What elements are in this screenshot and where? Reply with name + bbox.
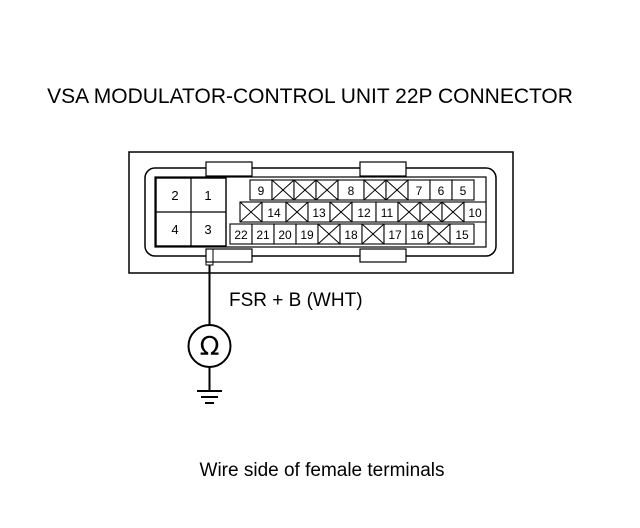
unused-cavity-cross — [329, 201, 353, 223]
unused-cavity-cross — [293, 179, 317, 201]
unused-cavity-cross — [361, 223, 385, 245]
terminal-3: 3 — [204, 222, 211, 237]
terminal-15: 15 — [455, 228, 469, 242]
terminal-10: 10 — [468, 206, 482, 220]
terminal-21: 21 — [256, 228, 270, 242]
unused-cavity-cross — [385, 179, 409, 201]
ohm-icon: Ω — [200, 332, 220, 362]
unused-cavity-cross — [285, 201, 309, 223]
terminal-6: 6 — [438, 184, 445, 198]
unused-cavity-cross — [315, 179, 339, 201]
terminal-12: 12 — [357, 206, 371, 220]
large-terminal-block: 2 1 4 3 — [155, 177, 227, 247]
terminal-5: 5 — [460, 184, 467, 198]
terminal-19: 19 — [300, 228, 314, 242]
terminal-13: 13 — [312, 206, 326, 220]
diagram-caption: Wire side of female terminals — [200, 460, 445, 481]
terminal-cell-10 — [463, 201, 487, 223]
terminal-cell-5 — [451, 179, 475, 201]
unused-cavity-cross — [397, 201, 421, 223]
small-terminal-grid: 9 8 7 6 5 14 13 12 11 10 22 21 20 19 18 17 16 15 — [229, 179, 487, 245]
terminal-11: 11 — [381, 206, 394, 220]
terminal-22: 22 — [234, 228, 248, 242]
terminal-7: 7 — [416, 184, 423, 198]
terminal-9: 9 — [258, 184, 265, 198]
unused-cavity-cross — [239, 201, 263, 223]
wire-label: FSR + B (WHT) — [229, 290, 363, 311]
terminal-4: 4 — [171, 222, 178, 237]
unused-cavity-cross — [441, 201, 465, 223]
terminal-1: 1 — [204, 188, 211, 203]
terminal-2: 2 — [171, 188, 178, 203]
ground-icon — [197, 367, 222, 404]
unused-cavity-cross — [363, 179, 387, 201]
diagram-title: VSA MODULATOR-CONTROL UNIT 22P CONNECTOR — [47, 85, 573, 108]
terminal-16: 16 — [410, 228, 424, 242]
terminal-14: 14 — [267, 206, 281, 220]
unused-cavity-cross — [427, 223, 451, 245]
terminal-18: 18 — [344, 228, 358, 242]
ohmmeter-symbol: Ω — [187, 324, 232, 368]
terminal-17: 17 — [388, 228, 402, 242]
unused-cavity-cross — [271, 179, 295, 201]
terminal-20: 20 — [278, 228, 292, 242]
unused-cavity-cross — [419, 201, 443, 223]
unused-cavity-cross — [317, 223, 341, 245]
terminal-8: 8 — [348, 184, 355, 198]
probe-wire — [205, 248, 214, 325]
terminal-cell-15 — [449, 223, 475, 245]
